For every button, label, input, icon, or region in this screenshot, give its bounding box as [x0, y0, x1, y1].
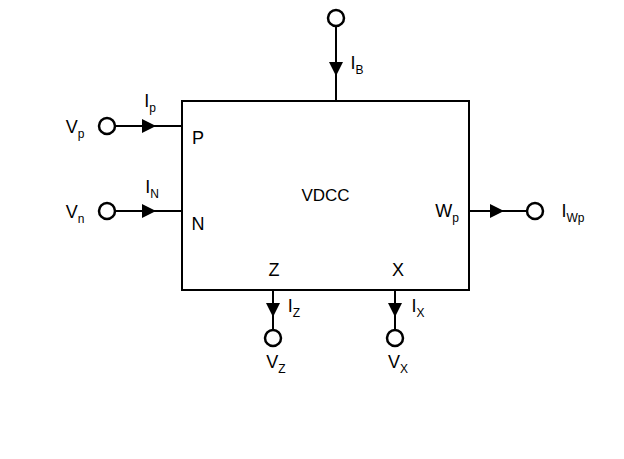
- terminal-voltage: Vn: [66, 203, 85, 221]
- terminal: [387, 330, 403, 346]
- current-arrow: [329, 62, 343, 76]
- current-arrow: [142, 204, 156, 218]
- current-label: IX: [411, 297, 424, 315]
- port-name: P: [192, 129, 204, 147]
- terminal: [265, 330, 281, 346]
- terminal: [99, 118, 115, 134]
- terminal-voltage: VZ: [266, 353, 285, 371]
- current-label: IWp: [561, 202, 584, 220]
- current-arrow: [266, 303, 280, 317]
- port-name: Z: [269, 261, 280, 279]
- current-label: IN: [145, 178, 159, 196]
- current-arrow: [142, 119, 156, 133]
- terminal: [527, 203, 543, 219]
- current-arrow: [490, 204, 504, 218]
- port-name: Wp: [435, 202, 459, 220]
- current-label: Ip: [144, 92, 156, 110]
- port-name: N: [192, 215, 205, 233]
- terminal-voltage: Vp: [66, 118, 85, 136]
- terminal-voltage: VX: [388, 353, 408, 371]
- block-name: VDCC: [301, 186, 349, 206]
- terminal: [99, 203, 115, 219]
- vdcc-block: VDCC: [181, 100, 470, 291]
- current-arrow: [388, 303, 402, 317]
- terminal: [328, 10, 344, 26]
- current-label: IZ: [288, 297, 300, 315]
- port-name: X: [392, 261, 404, 279]
- current-label: IB: [350, 54, 363, 72]
